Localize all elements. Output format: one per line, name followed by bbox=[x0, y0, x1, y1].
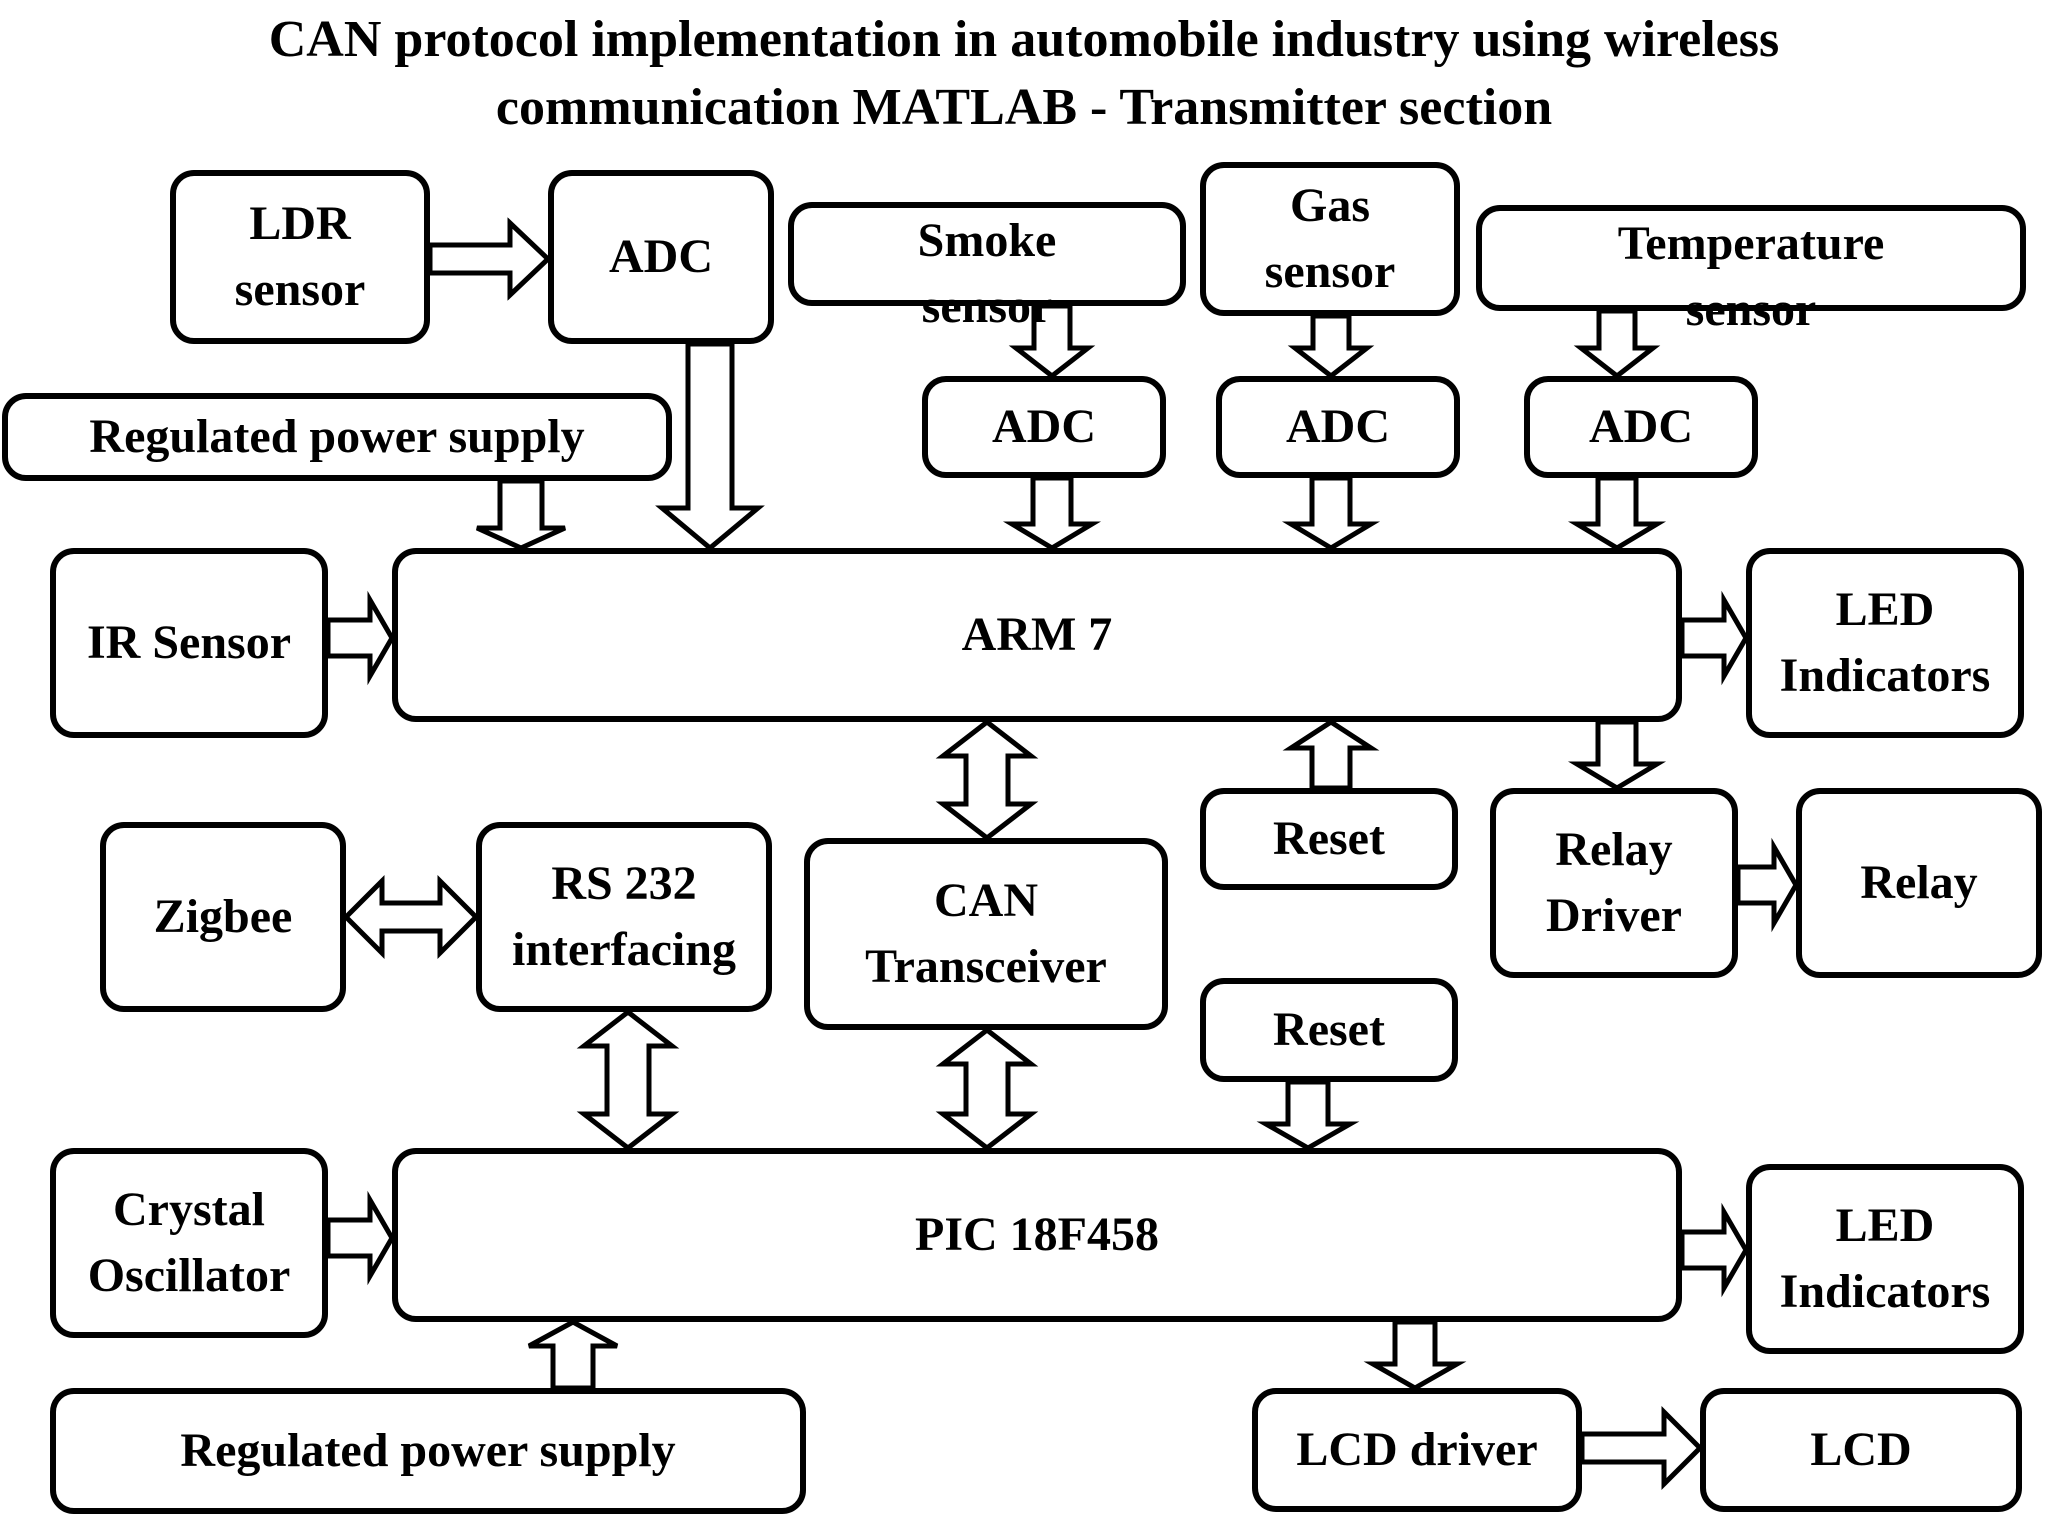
arrow-reset-to-arm7 bbox=[1282, 719, 1380, 791]
smoke-sensor-label-line-2: sensor bbox=[921, 280, 1053, 333]
arrow-adc-smoke-to-arm7 bbox=[1002, 475, 1102, 551]
arrow-relay-driver-to-relay bbox=[1735, 837, 1799, 933]
lcd-driver-label-line-1: LCD driver bbox=[1296, 1423, 1538, 1476]
arrow-power-bottom-to-pic bbox=[527, 1319, 619, 1391]
arrow-pic-to-led bbox=[1679, 1202, 1749, 1298]
relay-driver-label-line-2: Driver bbox=[1546, 889, 1682, 942]
relay-driver-label-line-1: Relay bbox=[1555, 823, 1673, 876]
temperature-sensor-block: Temperature sensor bbox=[1476, 205, 2026, 336]
arrow-adc-gas-to-arm7 bbox=[1281, 475, 1381, 551]
adc-gas-block: ADC bbox=[1216, 376, 1460, 478]
arrow-smoke-to-adc bbox=[1008, 303, 1096, 380]
relay-label-line-1: Relay bbox=[1860, 856, 1978, 909]
led-indicators-top-block: LED Indicators bbox=[1746, 548, 2024, 738]
adc-gas-label-line-1: ADC bbox=[1286, 400, 1390, 453]
crystal-oscillator-label-line-1: Crystal bbox=[113, 1183, 265, 1236]
title-line-2: communication MATLAB - Transmitter secti… bbox=[495, 79, 1553, 136]
ir-sensor-block: IR Sensor bbox=[50, 548, 328, 738]
reset-bottom-label-line-1: Reset bbox=[1273, 1003, 1385, 1056]
adc-smoke-block: ADC bbox=[922, 376, 1166, 478]
crystal-oscillator-label-line-2: Oscillator bbox=[87, 1249, 291, 1302]
gas-sensor-label-line-2: sensor bbox=[1264, 245, 1396, 298]
arrow-arm7-can bbox=[935, 718, 1039, 842]
led-indicators-top-label-line-1: LED bbox=[1835, 583, 1935, 636]
arrow-adc-to-arm7 bbox=[655, 341, 765, 552]
smoke-sensor-label-line-1: Smoke bbox=[917, 214, 1057, 267]
lcd-driver-block: LCD driver bbox=[1252, 1388, 1582, 1512]
arm7-label-line-1: ARM 7 bbox=[961, 608, 1113, 661]
arrow-zigbee-rs232 bbox=[342, 874, 480, 960]
regulated-power-supply-top-block: Regulated power supply bbox=[2, 393, 672, 481]
adc-ldr-label-line-1: ADC bbox=[609, 230, 713, 283]
adc-temperature-block: ADC bbox=[1524, 376, 1758, 478]
ldr-sensor-block: LDR sensor bbox=[170, 170, 430, 344]
arrow-arm7-to-led bbox=[1679, 590, 1749, 686]
temperature-sensor-label-line-2: sensor bbox=[1685, 283, 1817, 336]
arrow-gas-to-adc bbox=[1287, 313, 1375, 380]
arrow-can-pic bbox=[935, 1026, 1039, 1152]
regulated-power-supply-top-label-line-1: Regulated power supply bbox=[89, 410, 585, 463]
regulated-power-supply-bottom-block: Regulated power supply bbox=[50, 1388, 806, 1514]
led-indicators-bottom-label-line-2: Indicators bbox=[1779, 1265, 1991, 1318]
arrow-lcd-driver-to-lcd bbox=[1579, 1405, 1704, 1491]
can-transceiver-block: CAN Transceiver bbox=[804, 838, 1168, 1030]
reset-bottom-block: Reset bbox=[1200, 978, 1458, 1082]
led-indicators-bottom-block: LED Indicators bbox=[1746, 1164, 2024, 1354]
adc-smoke-label-line-1: ADC bbox=[992, 400, 1096, 453]
title-line-1: CAN protocol implementation in automobil… bbox=[268, 11, 1780, 68]
arrow-crystal-to-pic bbox=[325, 1190, 395, 1286]
lcd-label-line-1: LCD bbox=[1810, 1423, 1912, 1476]
arrow-rs232-pic bbox=[576, 1008, 680, 1152]
arrow-arm7-to-relay-driver bbox=[1567, 719, 1667, 791]
arrow-power-top-to-arm7 bbox=[475, 478, 567, 551]
arm7-block: ARM 7 bbox=[392, 548, 1682, 722]
arrow-pic-to-lcd-driver bbox=[1363, 1319, 1467, 1391]
pic-18f458-label-line-1: PIC 18F458 bbox=[915, 1208, 1159, 1261]
ldr-sensor-label-line-1: LDR bbox=[249, 197, 351, 250]
adc-temperature-label-line-1: ADC bbox=[1589, 400, 1693, 453]
lcd-block: LCD bbox=[1700, 1388, 2022, 1512]
relay-block: Relay bbox=[1796, 788, 2042, 978]
pic-18f458-block: PIC 18F458 bbox=[392, 1148, 1682, 1322]
gas-sensor-block: Gas sensor bbox=[1200, 162, 1460, 316]
arrow-temp-to-adc bbox=[1573, 308, 1661, 380]
temperature-sensor-label-line-1: Temperature bbox=[1617, 217, 1885, 270]
zigbee-block: Zigbee bbox=[100, 822, 346, 1012]
ldr-sensor-label-line-2: sensor bbox=[234, 263, 366, 316]
adc-ldr-block: ADC bbox=[548, 170, 774, 344]
smoke-sensor-block: Smoke sensor bbox=[788, 202, 1186, 333]
regulated-power-supply-bottom-label-line-1: Regulated power supply bbox=[180, 1424, 676, 1477]
arrow-ldr-to-adc bbox=[427, 217, 552, 301]
arrow-adc-temp-to-arm7 bbox=[1567, 475, 1667, 551]
rs232-interfacing-label-line-1: RS 232 bbox=[551, 857, 697, 910]
rs232-interfacing-block: RS 232 interfacing bbox=[476, 822, 772, 1012]
reset-top-block: Reset bbox=[1200, 788, 1458, 890]
ir-sensor-label-line-1: IR Sensor bbox=[86, 616, 292, 669]
reset-top-label-line-1: Reset bbox=[1273, 812, 1385, 865]
zigbee-label-line-1: Zigbee bbox=[153, 890, 293, 943]
arrow-reset-to-pic bbox=[1256, 1079, 1360, 1151]
led-indicators-top-label-line-2: Indicators bbox=[1779, 649, 1991, 702]
rs232-interfacing-label-line-2: interfacing bbox=[512, 923, 736, 976]
can-transceiver-label-line-1: CAN bbox=[934, 874, 1038, 927]
arrow-ir-to-arm7 bbox=[325, 590, 395, 686]
diagram-title: CAN protocol implementation in automobil… bbox=[0, 6, 2048, 142]
can-transceiver-label-line-2: Transceiver bbox=[865, 940, 1107, 993]
led-indicators-bottom-label-line-1: LED bbox=[1835, 1199, 1935, 1252]
gas-sensor-label-line-1: Gas bbox=[1289, 179, 1370, 232]
